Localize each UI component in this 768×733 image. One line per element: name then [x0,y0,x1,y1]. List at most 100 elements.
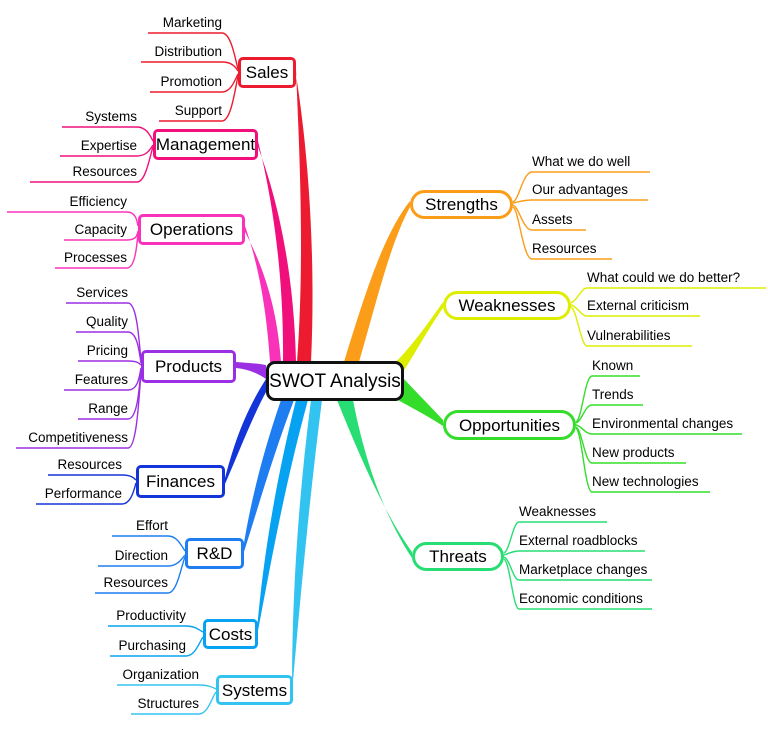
connector-finances-performance [36,482,137,505]
ribbon-weaknesses [396,302,443,372]
child-label[interactable]: Capacity [74,222,127,237]
ribbon-finances [225,379,266,484]
connector-management-resources [30,146,154,183]
connector-systems-organization [117,684,217,690]
child-label[interactable]: Productivity [116,608,186,623]
child-label[interactable]: Quality [85,314,128,329]
child-label[interactable]: Resources [103,575,168,590]
connector-weaknesses-vulnerabilities [570,306,692,347]
connector-costs-productivity [108,625,204,633]
branch-node-management[interactable]: Management [153,129,258,160]
connector-threats-roadblocks [503,550,645,556]
child-label[interactable]: What could we do better? [587,270,741,285]
child-label[interactable]: New technologies [592,474,699,489]
child-label[interactable]: External criticism [587,298,690,313]
connector-strengths-resources [512,206,612,260]
connector-strengths-well [512,171,650,203]
branch-node-strengths[interactable]: Strengths [410,190,513,219]
child-label[interactable]: Assets [532,212,573,227]
branch-node-costs[interactable]: Costs [203,619,258,649]
branch-node-threats[interactable]: Threats [412,542,504,571]
center-node-swot-analysis[interactable]: SWOT Analysis [266,361,404,401]
ribbon-management [258,141,296,362]
connector-operations-processes [55,232,139,269]
ribbon-systems [292,400,322,692]
connector-strengths-assets [512,204,586,231]
child-label[interactable]: Our advantages [532,182,629,197]
child-label[interactable]: Distribution [154,44,222,59]
connector-finances-resources [48,474,137,481]
child-label[interactable]: Direction [114,548,168,563]
child-label[interactable]: Known [592,358,634,373]
connector-opportunities-known [575,375,640,423]
child-label[interactable]: Resources [57,457,122,472]
child-label[interactable]: Resources [72,164,137,179]
child-label[interactable]: Weaknesses [519,504,597,519]
child-label[interactable]: Structures [137,696,199,711]
connector-strengths-advantages [512,199,648,204]
child-label[interactable]: Vulnerabilities [587,328,671,343]
child-label[interactable]: Promotion [160,74,222,89]
child-label[interactable]: What we do well [532,154,631,169]
connector-opportunities-environmental [575,424,742,435]
connector-management-systems [62,126,154,142]
ribbon-threats [337,400,412,558]
child-label[interactable]: Resources [532,241,597,256]
branch-node-operations[interactable]: Operations [138,214,245,245]
connector-sales-promotion [150,73,239,93]
child-label[interactable]: Services [76,285,128,300]
child-label[interactable]: Expertise [80,138,137,153]
child-label[interactable]: Marketing [162,15,222,30]
child-label[interactable]: Efficiency [69,194,127,209]
child-label[interactable]: Economic conditions [519,591,643,606]
connector-sales-marketing [148,32,239,70]
ribbon-products [236,362,266,379]
child-label[interactable]: Trends [592,387,634,402]
connector-rd-direction [98,554,186,567]
ribbon-strengths [344,201,410,362]
connector-opportunities-technologies [575,427,710,493]
connector-threats-marketplace [503,556,652,581]
connector-threats-economic [503,558,652,610]
branch-node-sales[interactable]: Sales [238,57,296,88]
child-label[interactable]: Purchasing [118,638,186,653]
child-label[interactable]: Processes [63,250,127,265]
child-label[interactable]: Organization [122,667,199,682]
child-label[interactable]: External roadblocks [519,533,638,548]
child-label[interactable]: New products [592,445,675,460]
connector-rd-effort [112,535,186,552]
branch-node-products[interactable]: Products [141,350,236,383]
branch-node-systems[interactable]: Systems [216,675,293,705]
child-label[interactable]: Pricing [86,343,128,358]
connector-operations-capacity [64,230,139,241]
connector-systems-structures [131,691,217,715]
branch-node-weaknesses[interactable]: Weaknesses [443,291,571,320]
branch-node-opportunities[interactable]: Opportunities [443,410,576,440]
connector-management-expertise [60,144,154,157]
child-label[interactable]: Environmental changes [592,416,734,431]
connector-weaknesses-better [570,287,766,304]
child-label[interactable]: Systems [85,109,137,124]
connector-products-competitiveness [16,371,142,449]
branch-node-finances[interactable]: Finances [136,465,225,498]
child-label[interactable]: Features [74,372,128,387]
child-label[interactable]: Range [88,401,128,416]
ribbon-opportunities [398,378,443,426]
connector-products-services [66,302,142,362]
ribbon-sales [296,69,313,362]
child-label[interactable]: Effort [135,518,168,533]
child-label[interactable]: Support [174,103,222,118]
ribbon-operations [245,226,281,362]
connector-weaknesses-criticism [570,304,700,317]
connector-threats-weaknesses [503,521,607,554]
child-label[interactable]: Performance [44,486,122,501]
connector-products-pricing [78,360,142,366]
connector-operations-efficiency [7,211,139,227]
child-label[interactable]: Marketplace changes [519,562,648,577]
branch-node-rd[interactable]: R&D [185,538,244,569]
connector-opportunities-products [575,426,686,464]
connector-opportunities-trends [575,404,643,424]
child-label[interactable]: Competitiveness [28,430,128,445]
